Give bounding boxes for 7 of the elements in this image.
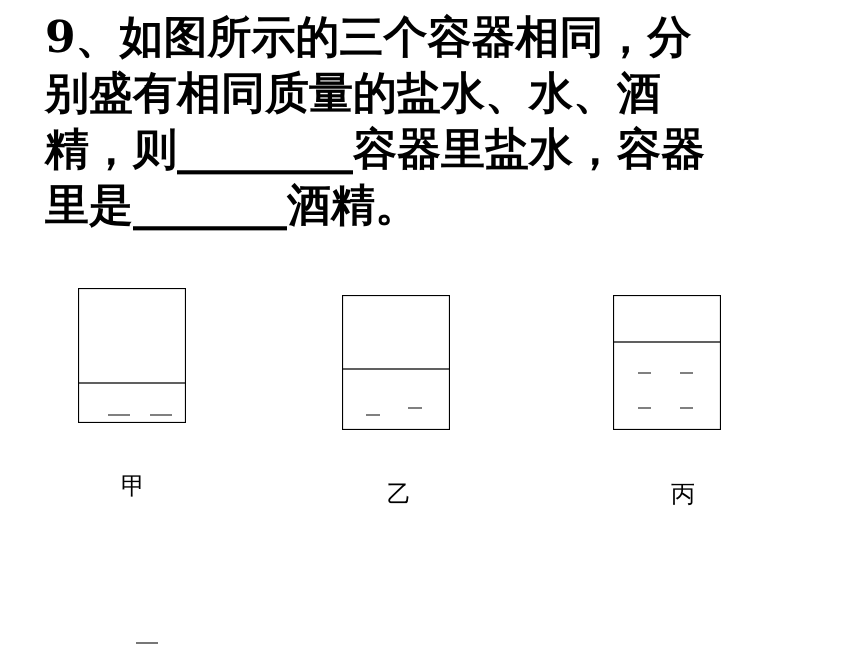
container-drawing [613,295,721,430]
question-text: 9、如图所示的三个容器相同，分别盛有相同质量的盐水、水、酒精，则________容器里盐水，容器里是_______酒精。 [45,11,706,233]
container-drawing [78,288,186,423]
container-label: 甲 [121,471,145,502]
container-label: 乙 [387,479,411,510]
container-label: 丙 [671,479,695,510]
container-drawing [342,295,450,430]
